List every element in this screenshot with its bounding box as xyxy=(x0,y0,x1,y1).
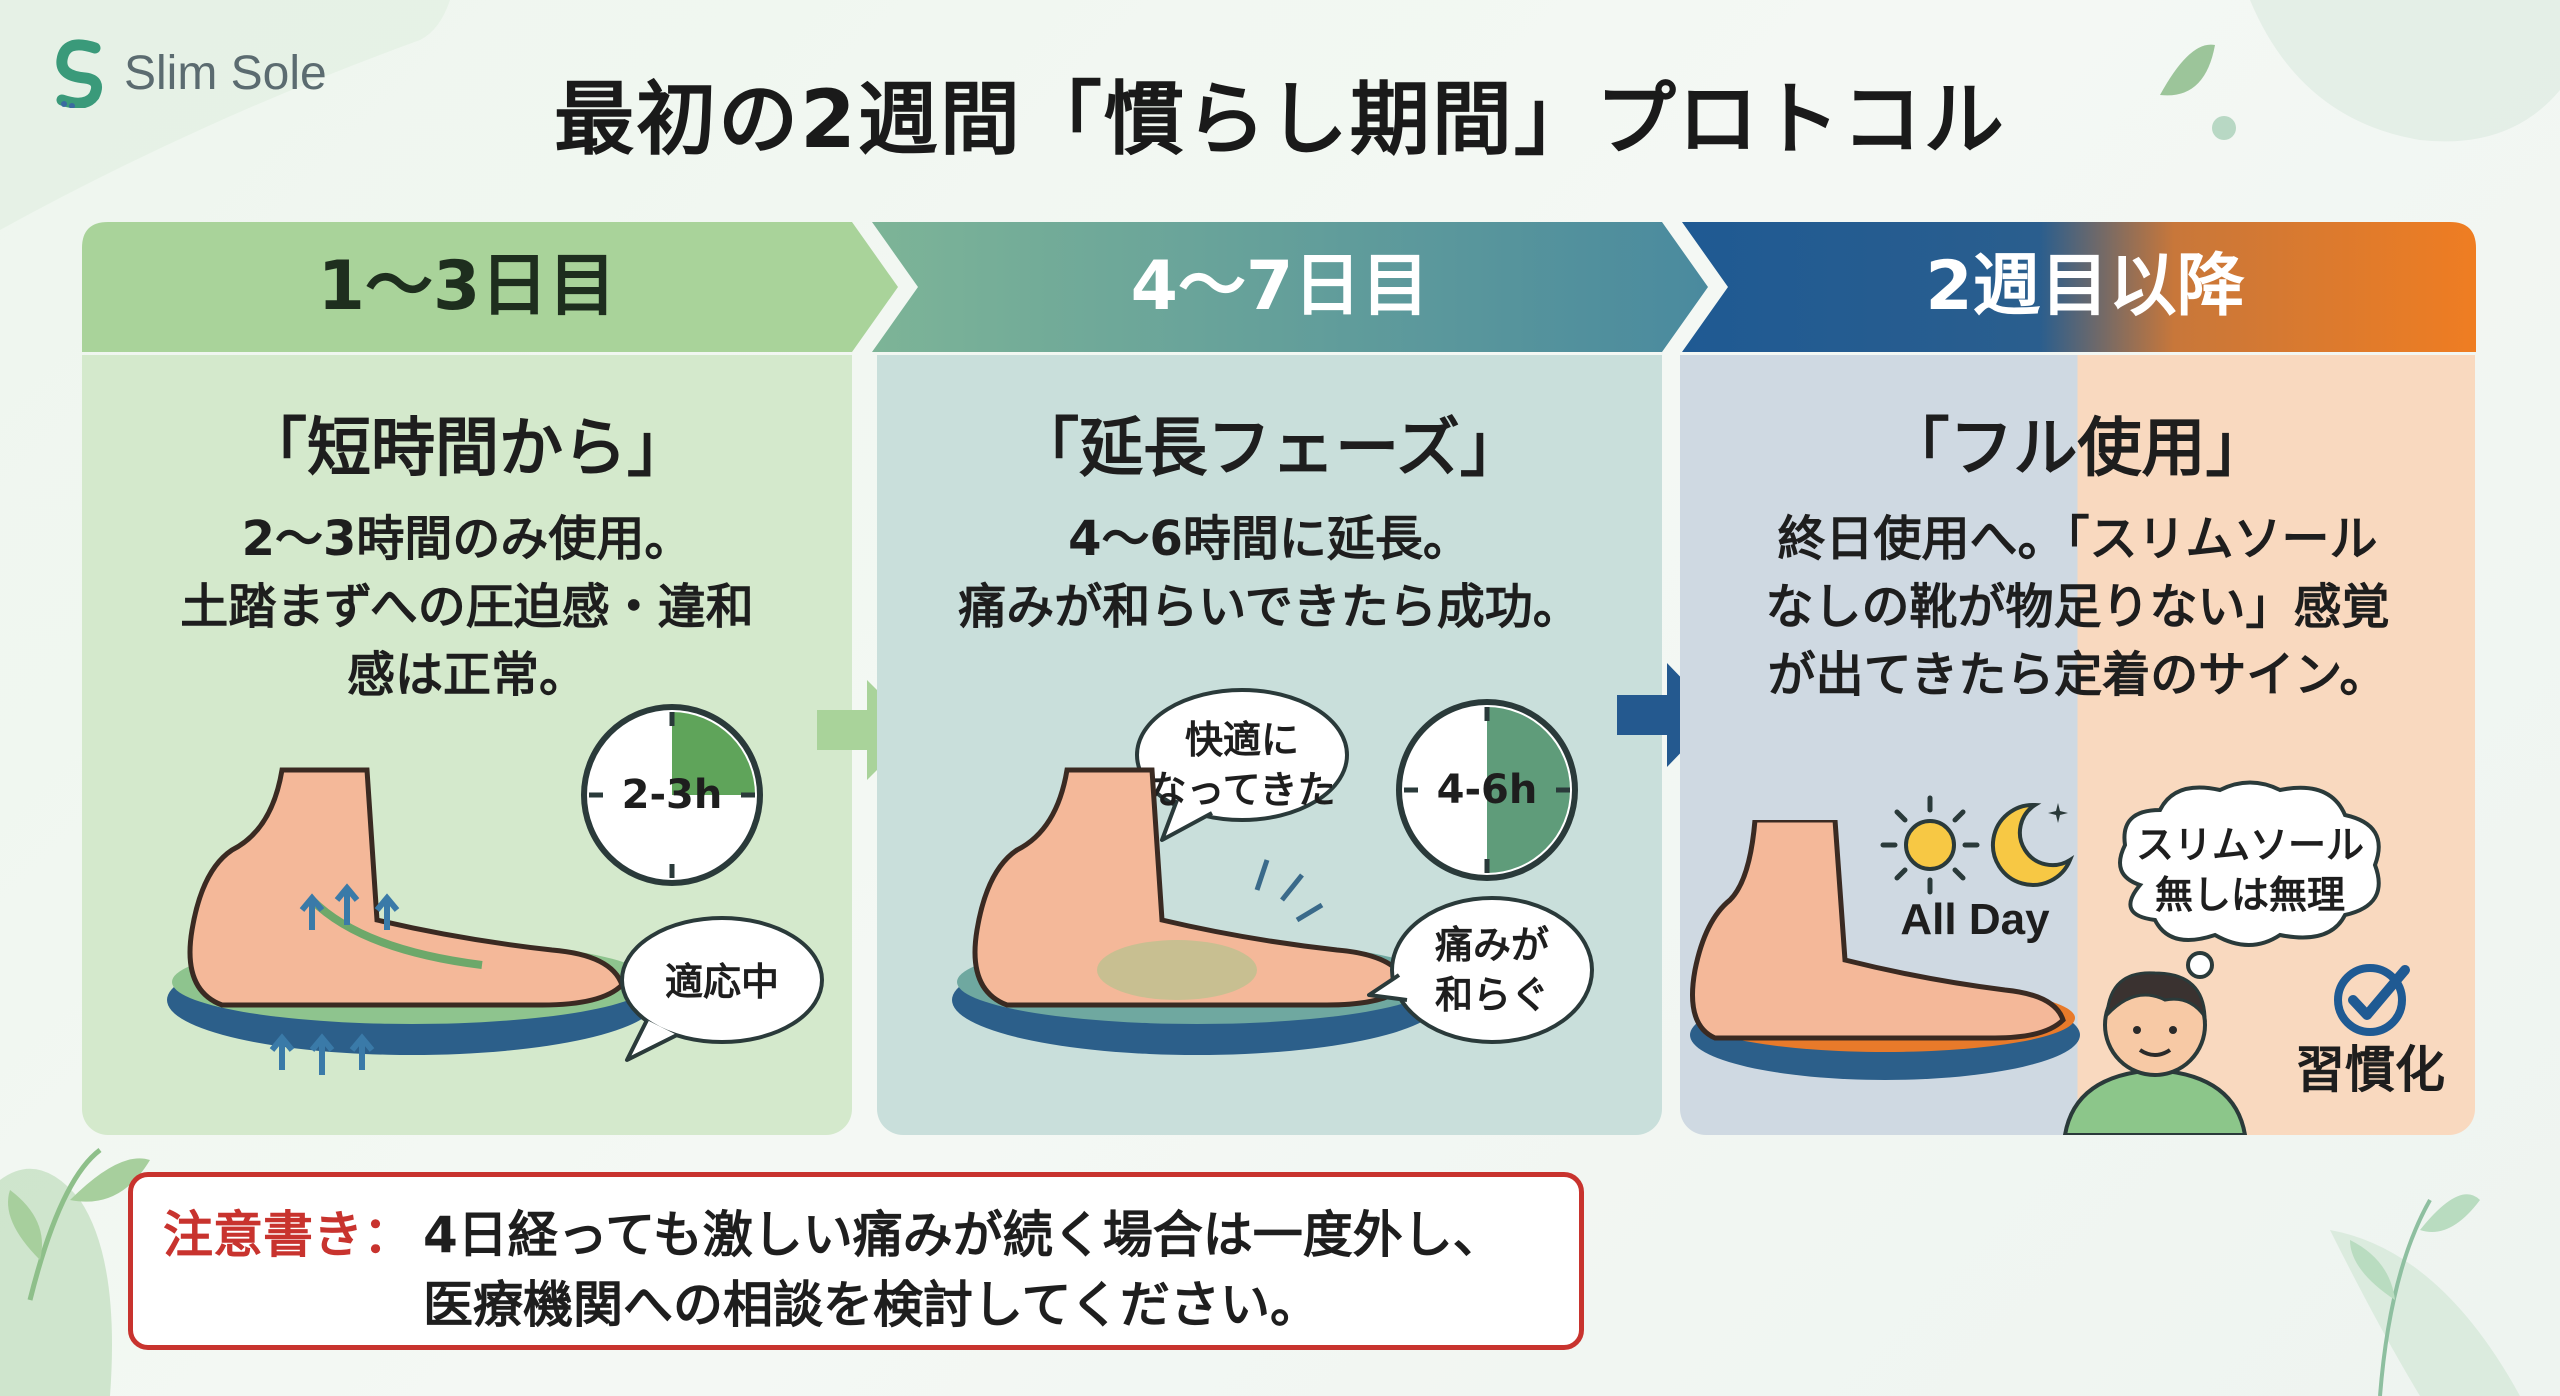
speech-bubble xyxy=(620,916,824,1062)
step1-desc-line: 感は正常。 xyxy=(346,647,587,703)
foot-illustration xyxy=(952,767,1442,1055)
caution-line: 4日経っても激しい痛みが続く場合は一度外し、 xyxy=(423,1206,1503,1264)
bubble-line: 痛みが xyxy=(1434,923,1549,967)
step3-header xyxy=(1682,222,2476,352)
step2-bubble-top: 快適に なってきた xyxy=(1137,715,1347,815)
clock-label: 2-3h xyxy=(621,772,723,818)
clock-label: 4-6h xyxy=(1436,767,1538,813)
foot-illustration xyxy=(1690,820,2080,1080)
step3-desc-line: 終日使用へ。「スリムソール xyxy=(1777,511,2378,567)
thought-bubble xyxy=(2118,780,2381,995)
step-header-bar xyxy=(82,222,2476,352)
caution-label: 注意書き： xyxy=(163,1206,413,1264)
step3-panel: 「フル使用」 終日使用へ。「スリムソール なしの靴が物足りない」感覚 が出てきた… xyxy=(1680,355,2475,1135)
step1-label: 1〜3日目 xyxy=(317,247,617,326)
step1-desc-line: 土踏まずへの圧迫感・違和 xyxy=(180,579,754,635)
step3-desc-line: なしの靴が物足りない」感覚 xyxy=(1765,579,2390,635)
person-icon xyxy=(2062,971,2248,1135)
check-circle-icon xyxy=(2334,964,2410,1036)
brand-name: Slim Sole xyxy=(124,46,327,100)
moon-icon xyxy=(1990,802,2075,887)
clock-icon xyxy=(581,704,763,886)
step2-panel: 「延長フェーズ」 4〜6時間に延長。 痛みが和らいできたら成功。 快適に なって… xyxy=(877,355,1662,1135)
caution-box: 注意書き： 4日経っても激しい痛みが続く場合は一度外し、 医療機関への相談を検討… xyxy=(128,1172,1584,1350)
step3-description: 終日使用へ。「スリムソール なしの靴が物足りない」感覚 が出てきたら定着のサイン… xyxy=(1680,505,2475,709)
step3-label: 2週目以降 xyxy=(1925,247,2245,326)
step2-bubble-bottom: 痛みが 和らぐ xyxy=(1392,920,1592,1020)
thought-line: スリムソール xyxy=(2135,823,2364,867)
step2-description: 4〜6時間に延長。 痛みが和らいできたら成功。 xyxy=(877,505,1662,641)
step3-thought-text: スリムソール 無しは無理 xyxy=(2120,820,2380,920)
habit-label: 習慣化 xyxy=(2295,1041,2445,1099)
logo-s-icon xyxy=(56,39,102,108)
step1-panel: 「短時間から」 2〜3時間のみ使用。 土踏まずへの圧迫感・違和 感は正常。 2-… xyxy=(82,355,852,1135)
thought-line: 無しは無理 xyxy=(2154,873,2345,917)
step1-desc-line: 2〜3時間のみ使用。 xyxy=(241,511,693,567)
step1-description: 2〜3時間のみ使用。 土踏まずへの圧迫感・違和 感は正常。 xyxy=(82,505,852,709)
sun-icon xyxy=(1880,795,1980,895)
step3-subtitle: 「フル使用」 xyxy=(1885,412,2270,486)
step2-desc-line: 痛みが和らいできたら成功。 xyxy=(958,579,1581,635)
step2-subtitle: 「延長フェーズ」 xyxy=(1015,412,1524,486)
step1-header xyxy=(82,222,898,352)
allday-label: All Day xyxy=(1900,895,2050,944)
page-title: 最初の2週間「慣らし期間」プロトコル xyxy=(554,73,2006,166)
speech-bubble xyxy=(1367,896,1594,1044)
bubble-line: なってきた xyxy=(1148,768,1336,812)
brand-logo: Slim Sole xyxy=(50,38,327,108)
bubble-line: 快適に xyxy=(1184,718,1299,762)
bubble-line: 和らぐ xyxy=(1434,973,1549,1017)
step1-bubble-text: 適応中 xyxy=(664,960,779,1004)
step2-label: 4〜7日目 xyxy=(1130,247,1430,326)
clock-icon xyxy=(1396,699,1578,881)
speech-bubble xyxy=(1135,688,1349,842)
step3-desc-line: が出てきたら定着のサイン。 xyxy=(1767,647,2388,703)
step2-desc-line: 4〜6時間に延長。 xyxy=(1068,511,1471,567)
step2-header xyxy=(872,222,1708,352)
caution-line: 医療機関への相談を検討してください。 xyxy=(423,1276,1320,1334)
foot-illustration xyxy=(167,767,657,1075)
step1-subtitle: 「短時間から」 xyxy=(243,412,691,486)
